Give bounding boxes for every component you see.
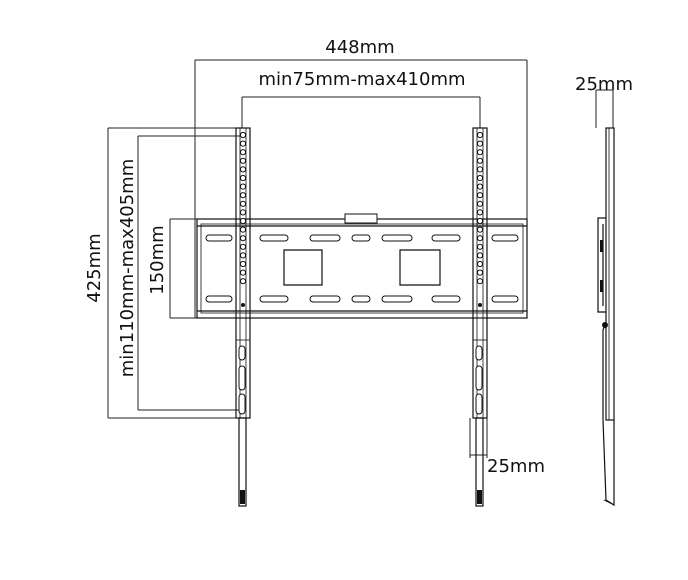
arm-width-dimension: 25mm: [469, 418, 545, 477]
mount-hole: [476, 174, 484, 182]
mount-hole: [239, 260, 247, 268]
overall-width-label: 448mm: [325, 37, 394, 58]
mount-hole: [476, 260, 484, 268]
lower-slot-row: [205, 295, 519, 303]
mount-hole: [476, 140, 484, 147]
mount-hole: [476, 243, 484, 250]
left-cutout: [283, 249, 323, 286]
mount-hole: [239, 226, 247, 233]
mount-hole: [476, 209, 484, 216]
mount-hole: [239, 140, 247, 147]
vesa-vertical-label: min110mm-max405mm: [117, 159, 138, 378]
mount-hole: [239, 200, 247, 207]
right-cutout: [399, 249, 441, 286]
mount-hole: [239, 183, 247, 190]
left-arm: [235, 127, 251, 507]
mount-hole: [239, 269, 247, 276]
mount-hole: [476, 200, 484, 207]
plate-height-dimension: 150mm: [147, 218, 197, 319]
wall-plate: [196, 213, 528, 319]
mount-hole: [239, 278, 247, 285]
overall-height-dimension: 425mm: [84, 127, 242, 419]
mount-hole: [476, 226, 484, 233]
mount-hole: [476, 192, 484, 199]
plate-height-label: 150mm: [147, 225, 168, 294]
side-depth-label: 25mm: [575, 74, 633, 95]
vesa-horizontal-dimension: min75mm-max410mm: [241, 69, 481, 128]
mount-hole: [239, 131, 247, 139]
mount-hole: [476, 278, 484, 285]
mount-hole: [476, 269, 484, 276]
mount-hole: [239, 192, 247, 199]
side-view: 25mm: [575, 74, 633, 507]
mount-hole: [476, 166, 484, 173]
mount-hole: [239, 235, 247, 242]
mount-hole: [476, 157, 484, 164]
overall-width-dimension: 448mm: [194, 37, 528, 318]
mount-hole: [476, 252, 484, 259]
mount-hole: [239, 166, 247, 173]
mount-hole: [239, 209, 247, 216]
mount-hole: [476, 131, 484, 139]
mount-hole: [476, 183, 484, 190]
right-arm: [472, 127, 488, 507]
mount-hole: [476, 235, 484, 242]
mount-hole: [239, 157, 247, 164]
upper-slot-row: [205, 234, 519, 242]
top-clip: [344, 213, 378, 224]
vesa-vertical-dimension: min110mm-max405mm: [117, 135, 240, 411]
overall-height-label: 425mm: [84, 233, 105, 302]
mount-hole: [476, 149, 484, 156]
arm-width-label: 25mm: [487, 456, 545, 477]
mount-hole: [239, 174, 247, 182]
mount-hole: [239, 252, 247, 259]
right-arm-holes: [476, 131, 484, 285]
mount-hole: [476, 217, 484, 225]
mount-hole: [239, 217, 247, 225]
vesa-horizontal-label: min75mm-max410mm: [258, 69, 465, 90]
mount-hole: [239, 243, 247, 250]
left-arm-holes: [239, 131, 247, 285]
mount-hole: [239, 149, 247, 156]
